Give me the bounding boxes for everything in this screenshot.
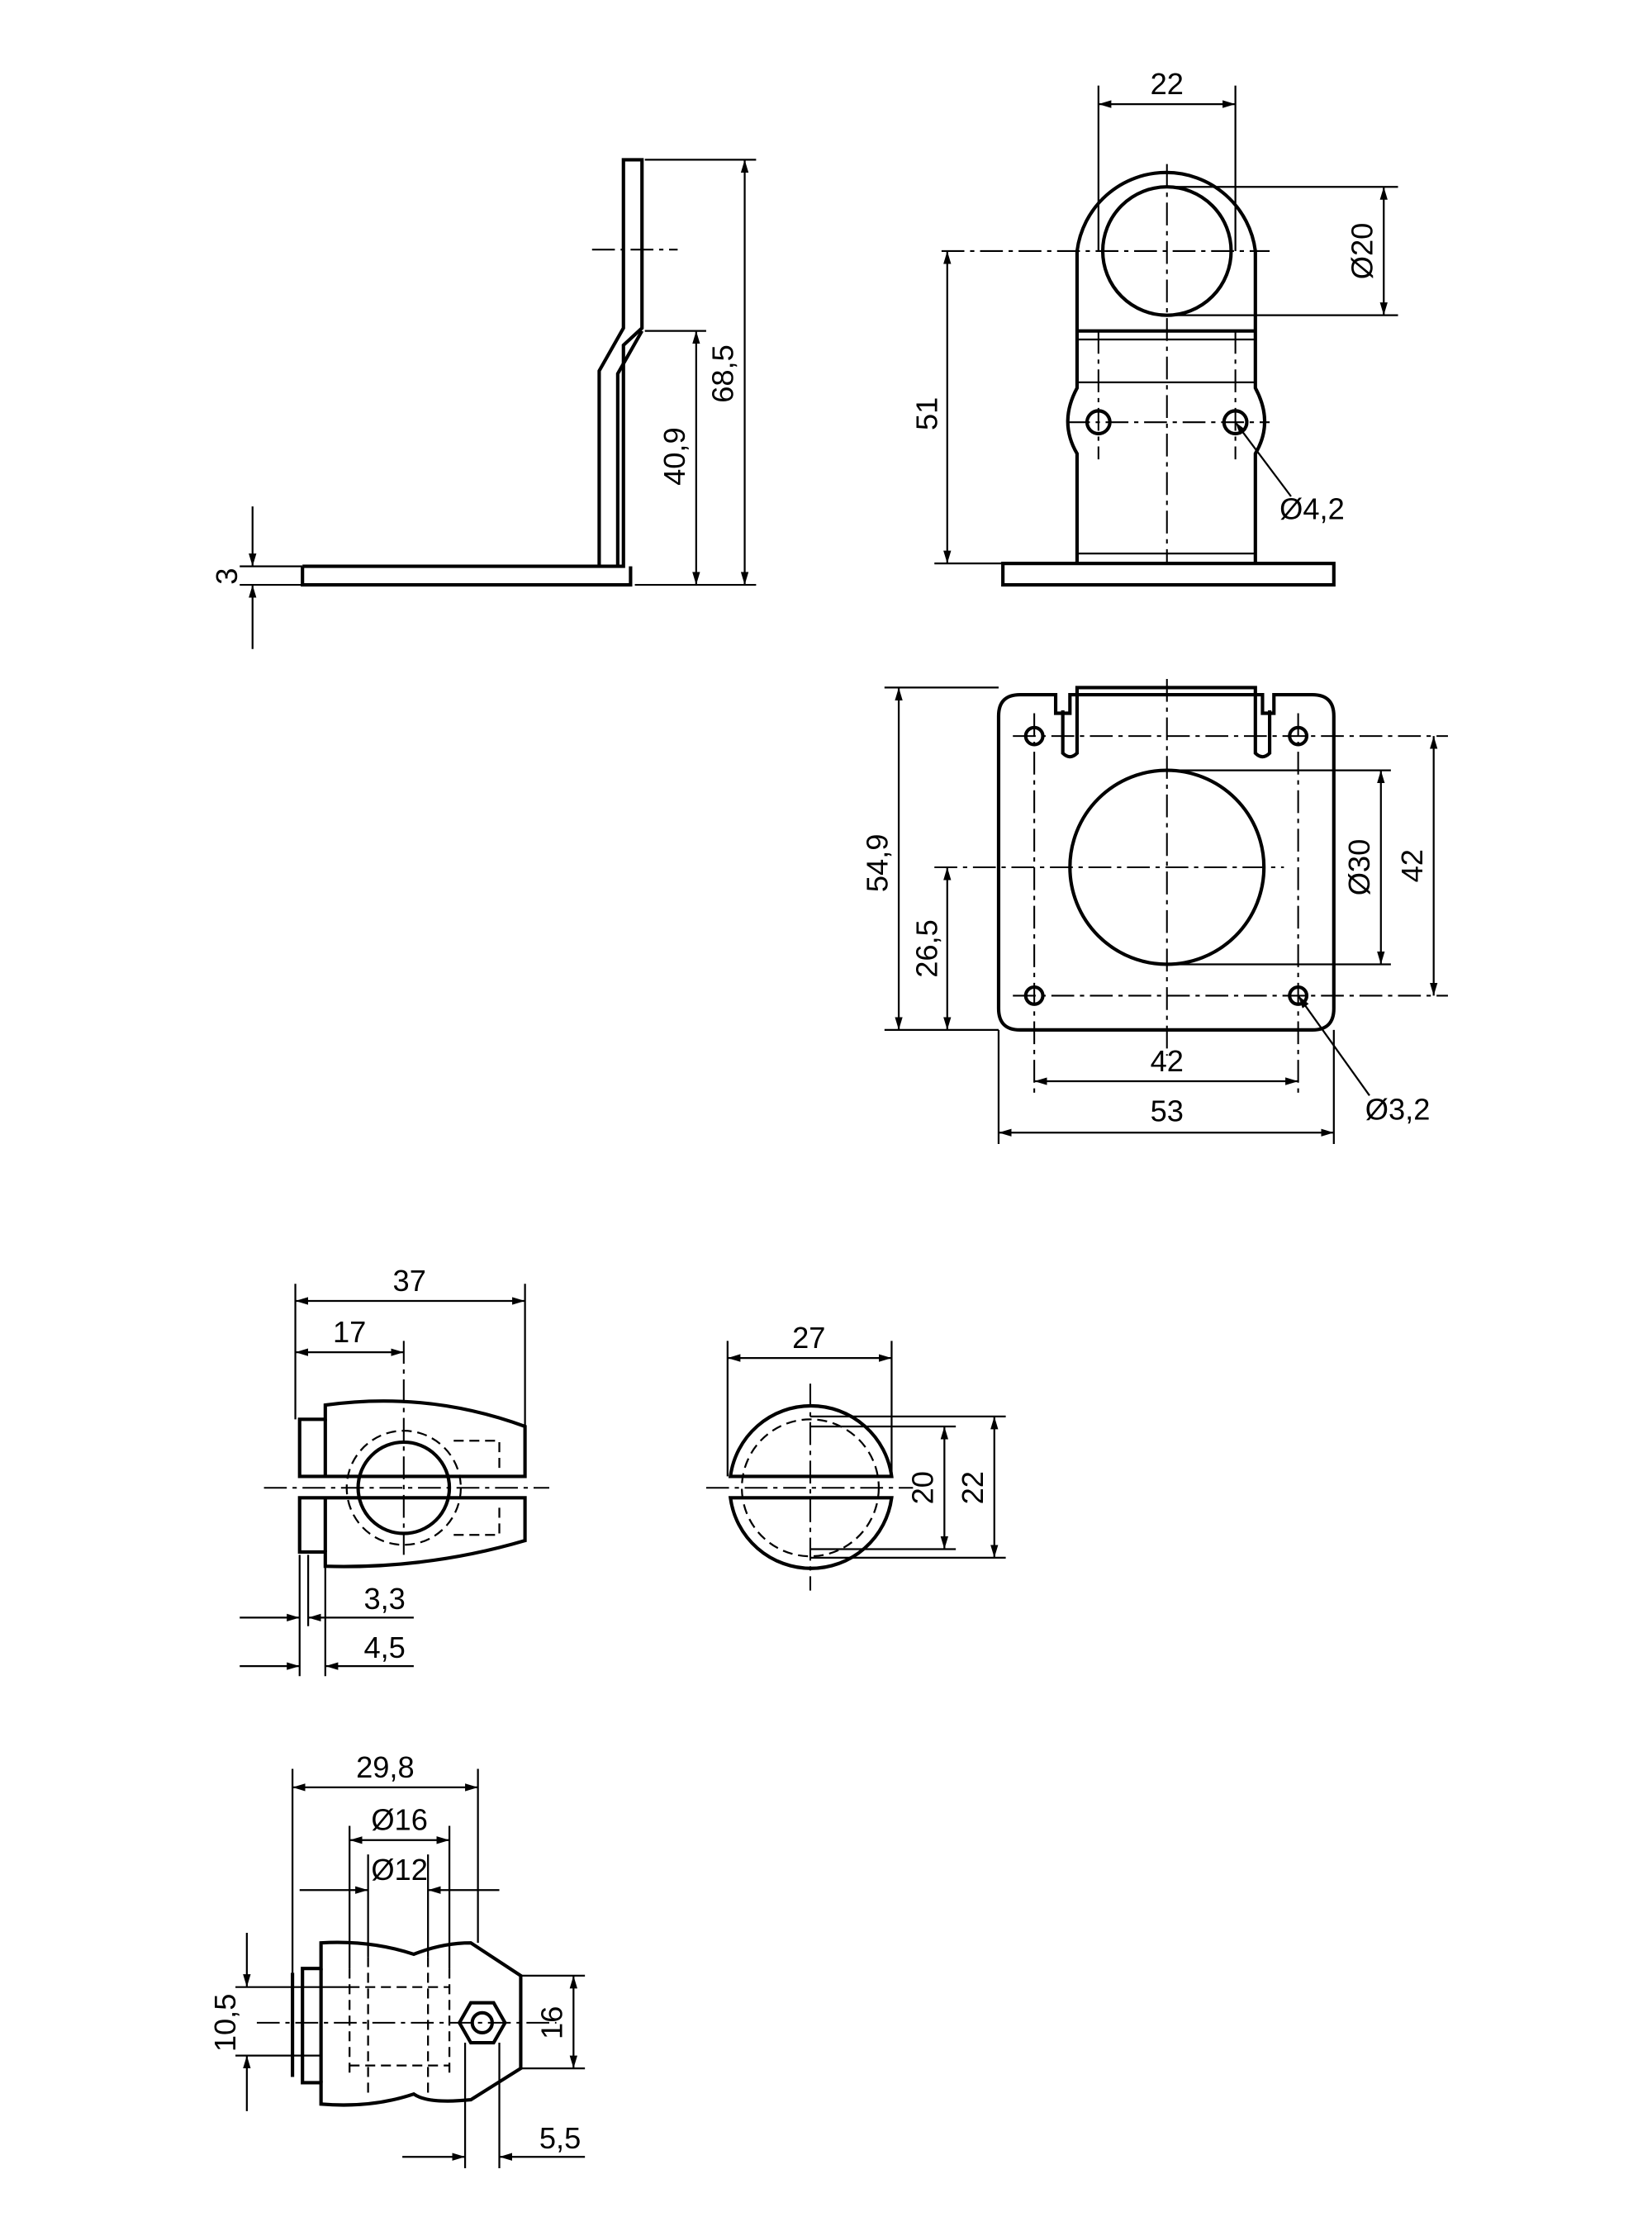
dim-a: 3,3	[363, 1582, 405, 1616]
dim-bore-dia: Ø20	[1345, 223, 1379, 280]
dim-height-bend: 40,9	[657, 427, 691, 486]
dim-hole-dia-plate: Ø3,2	[1365, 1093, 1431, 1127]
dim-height-top: 16	[535, 2006, 569, 2039]
dim-depth: 54,9	[860, 834, 894, 893]
dim-bore-dia-plate: Ø30	[1342, 839, 1376, 896]
dim-offset: 10,5	[208, 1994, 242, 2053]
clamp-side-view: 37 17 3,3 4,5	[240, 1264, 549, 1677]
dim-length: 37	[393, 1264, 426, 1298]
dim-height: 51	[910, 397, 944, 430]
dim-thickness: 3	[210, 568, 244, 585]
dim-width-top: 22	[1151, 67, 1184, 101]
dim-width: 53	[1151, 1094, 1184, 1127]
dim-outer: 22	[956, 1471, 990, 1504]
dim-b: 4,5	[363, 1631, 405, 1664]
dim-dia-inner: Ø12	[371, 1853, 428, 1887]
clamp-end-view: 27 20 22	[705, 1321, 1006, 1591]
front-view: 22 Ø20 51 Ø4,2	[910, 67, 1398, 587]
dim-inner: 20	[906, 1471, 940, 1504]
dim-width-end: 27	[792, 1321, 825, 1355]
dim-height-total: 68,5	[706, 344, 740, 403]
dim-length-top: 29,8	[356, 1750, 415, 1784]
dim-hole-spacing-h: 42	[1151, 1044, 1184, 1078]
dim-screw: 5,5	[539, 2121, 581, 2155]
plate-view: 54,9 26,5 Ø30 42 42 53 Ø3,2	[860, 679, 1448, 1145]
side-view: 68,5 40,9 3	[210, 158, 757, 649]
dim-dia-outer: Ø16	[371, 1803, 428, 1837]
dim-hole-dia: Ø4,2	[1279, 492, 1345, 526]
dim-center-offset: 26,5	[910, 919, 944, 978]
dim-center-offset-clamp: 17	[333, 1315, 366, 1349]
clamp-top-view: 29,8 Ø16 Ø12 10,5 16 5,5	[208, 1750, 586, 2169]
dim-hole-spacing-v: 42	[1395, 849, 1429, 882]
